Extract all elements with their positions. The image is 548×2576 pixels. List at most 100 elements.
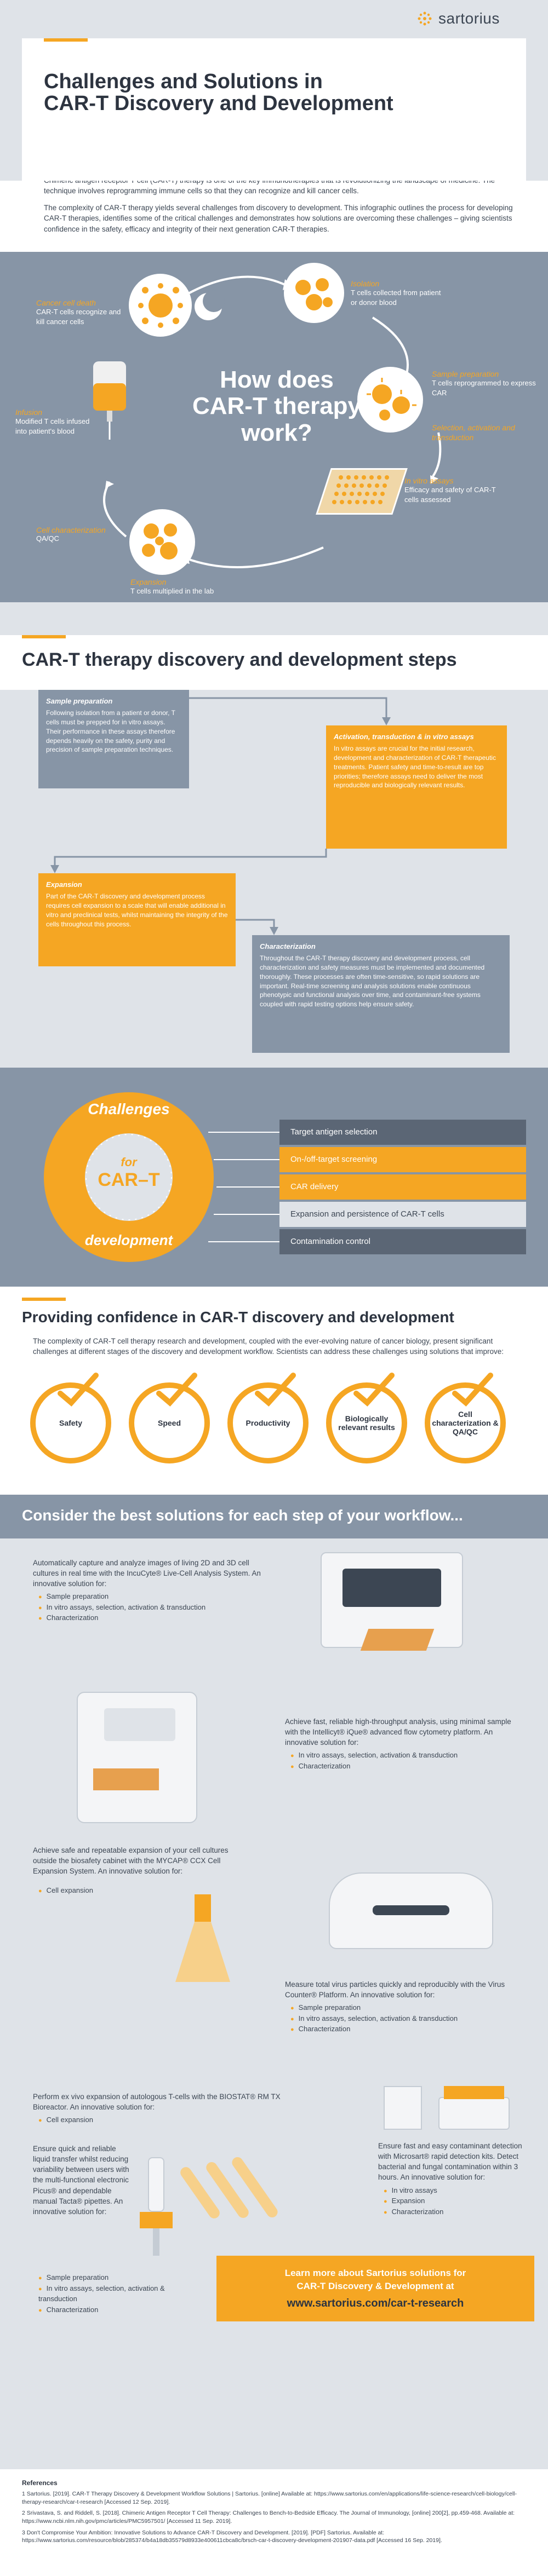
sartorius-logo-icon [418,11,432,26]
solution-text: Ensure fast and easy contaminant detecti… [378,2142,522,2182]
challenge-bar-screening: On-/off-target screening [279,1147,526,1172]
solution-list-item: Cell expansion [38,1885,252,1896]
confidence-item-label: Speed [157,1419,181,1427]
intro-text-section: Chimeric antigen receptor T cell (CAR-T)… [0,181,548,252]
steps-title: CAR-T therapy discovery and development … [22,649,457,670]
challenges-ring-top-label: Challenges [88,1100,170,1117]
step-card-activation: Activation, transduction & in vitro assa… [326,725,507,849]
solution-text: Achieve safe and repeatable expansion of… [33,1846,229,1876]
confidence-item-biological: Biologically relevant results [326,1382,407,1463]
solution-list: In vitro assays, selection, activation &… [290,1750,515,1771]
reference-item: 3 Don't Compromise Your Ambition: Innova… [22,2529,442,2544]
cycle-section: Cancer cell death CAR-T cells recognize … [0,252,548,602]
solution-list: Cell expansion [38,2114,285,2125]
step-card-text: In vitro assays are crucial for the init… [334,745,496,789]
solution-ique: Achieve fast, reliable high-throughput a… [285,1716,515,1771]
steps-title-accent [22,635,66,638]
solution-list-item: Sample preparation [38,2272,170,2283]
cycle-image-iv-bag [90,359,129,441]
solution-list-item: Sample preparation [38,1591,263,1602]
step-card-characterization: Characterization Throughout the CAR-T th… [252,935,510,1053]
cycle-moon-cut [203,290,225,312]
solution-list: Cell expansion [38,1885,252,1896]
solution-list-item: Characterization [290,2024,515,2035]
cycle-step-title: Infusion [15,408,43,417]
challenge-bar-car-delivery: CAR delivery [279,1174,526,1200]
virus-counter-image [323,1851,504,1960]
solution-list-item: Characterization [384,2206,526,2217]
cycle-step-expansion: Expansion T cells multiplied in the lab [130,578,240,596]
solution-list: Sample preparation In vitro assays, sele… [38,1591,263,1623]
confidence-text: The complexity of CAR-T cell therapy res… [33,1337,504,1356]
confidence-item-productivity: Productivity [227,1382,309,1463]
solution-list: In vitro assays Expansion Characterizati… [384,2185,526,2217]
challenge-bar-contamination: Contamination control [279,1229,526,1254]
solution-list-item: In vitro assays, selection, activation &… [290,1750,515,1761]
solution-mycap: Achieve safe and repeatable expansion of… [33,1845,252,1896]
challenges-ring-ticks [85,1134,172,1220]
step-card-sample-preparation: Sample preparation Following isolation f… [38,690,189,788]
confidence-item-speed: Speed [129,1382,210,1463]
step-card-text: Part of the CAR-T discovery and developm… [46,892,228,928]
solutions-cta-url[interactable]: www.sartorius.com/car-t-research [287,2297,464,2309]
cycle-step-text: QA/QC [36,534,59,543]
cycle-step-text: T cells reprogrammed to express CAR [432,379,536,397]
brand-logo[interactable]: sartorius [416,8,534,30]
cycle-center-title: How does CAR-T therapy work? [192,366,362,446]
solution-list-item: Characterization [290,1761,515,1772]
flow-cytometer-image [55,1675,219,1834]
page-title: Challenges and Solutions in CAR-T Discov… [44,71,509,115]
solutions-cta-line2: CAR-T Discovery & Development at [296,2281,454,2291]
confidence-title: Providing confidence in CAR-T discovery … [22,1309,454,1326]
challenges-ring-bottom-label: development [84,1232,173,1248]
cycle-step-infusion: Infusion Modified T cells infused into p… [15,408,92,436]
title-accent-bar [44,38,88,42]
biostat-bioreactor-image [378,2081,521,2146]
cycle-step-text: Modified T cells infused into patient's … [15,417,90,435]
incucyte-device-image [310,1547,474,1656]
solution-biostat: Perform ex vivo expansion of autologous … [33,2091,285,2125]
step-card-title: Sample preparation [46,697,113,705]
brand-name: sartorius [438,10,500,27]
cycle-step-title: Expansion [130,578,167,586]
solutions-title-bar [0,1495,548,1538]
cycle-step-selection: Selection, activation and transduction [432,423,541,442]
solution-text: Automatically capture and analyze images… [33,1559,261,1588]
reference-item: 1 Sartorius. [2019]. CAR-T Therapy Disco… [22,2491,517,2505]
solution-text: Measure total virus particles quickly an… [285,1980,505,1999]
solution-list-item: In vitro assays, selection, activation &… [290,2013,515,2024]
page-title-line1: Challenges and Solutions in [44,70,323,93]
solution-list-item: Sample preparation [290,2002,515,2013]
cycle-step-cell-characterization: Cell characterization QA/QC [36,526,129,543]
solution-list-item: Cell expansion [38,2114,285,2125]
cycle-step-title: Cancer cell death [36,298,96,307]
cycle-step-title: Cell characterization [36,526,106,534]
step-card-text: Throughout the CAR-T therapy discovery a… [260,954,485,1008]
cycle-step-title: In vitro assays [404,476,454,485]
solution-incucyte: Automatically capture and analyze images… [33,1558,263,1623]
header-section: sartorius Challenges and Solutions in CA… [0,0,548,181]
challenges-connectors [208,1132,279,1242]
confidence-item-label: Cell characterization & QA/QC [432,1410,499,1436]
confidence-accent [22,1298,66,1301]
solutions-cta-box[interactable]: Learn more about Sartorius solutions for… [216,2256,534,2321]
step-card-title: Characterization [260,942,316,950]
step-card-text: Following isolation from a patient or do… [46,709,175,754]
cycle-step-text: CAR-T cells recognize and kill cancer ce… [36,308,121,326]
challenge-bar-target-antigen: Target antigen selection [279,1120,526,1145]
challenge-bar-expansion: Expansion and persistence of CAR-T cells [279,1202,526,1227]
confidence-check-icons [58,1373,493,1407]
step-card-expansion: Expansion Part of the CAR-T discovery an… [38,873,236,966]
confidence-item-characterization: Cell characterization & QA/QC [425,1382,506,1463]
challenges-ring-for: for [121,1155,137,1169]
intro-box: Challenges and Solutions in CAR-T Discov… [22,38,526,181]
cycle-step-text: T cells multiplied in the lab [130,587,214,595]
cycle-step-in-vitro-assays: In vitro assays Efficacy and safety of C… [404,476,503,504]
confidence-item-label: Productivity [246,1419,290,1427]
cycle-step-text: T cells collected from patient or donor … [351,289,441,307]
solution-list-item: Characterization [38,1612,263,1623]
page-title-line2: CAR-T Discovery and Development [44,91,393,115]
confidence-section: Providing confidence in CAR-T discovery … [0,1287,548,1495]
solutions-title: Consider the best solutions for each ste… [22,1507,463,1524]
solution-microsart: Ensure fast and easy contaminant detecti… [378,2141,526,2217]
